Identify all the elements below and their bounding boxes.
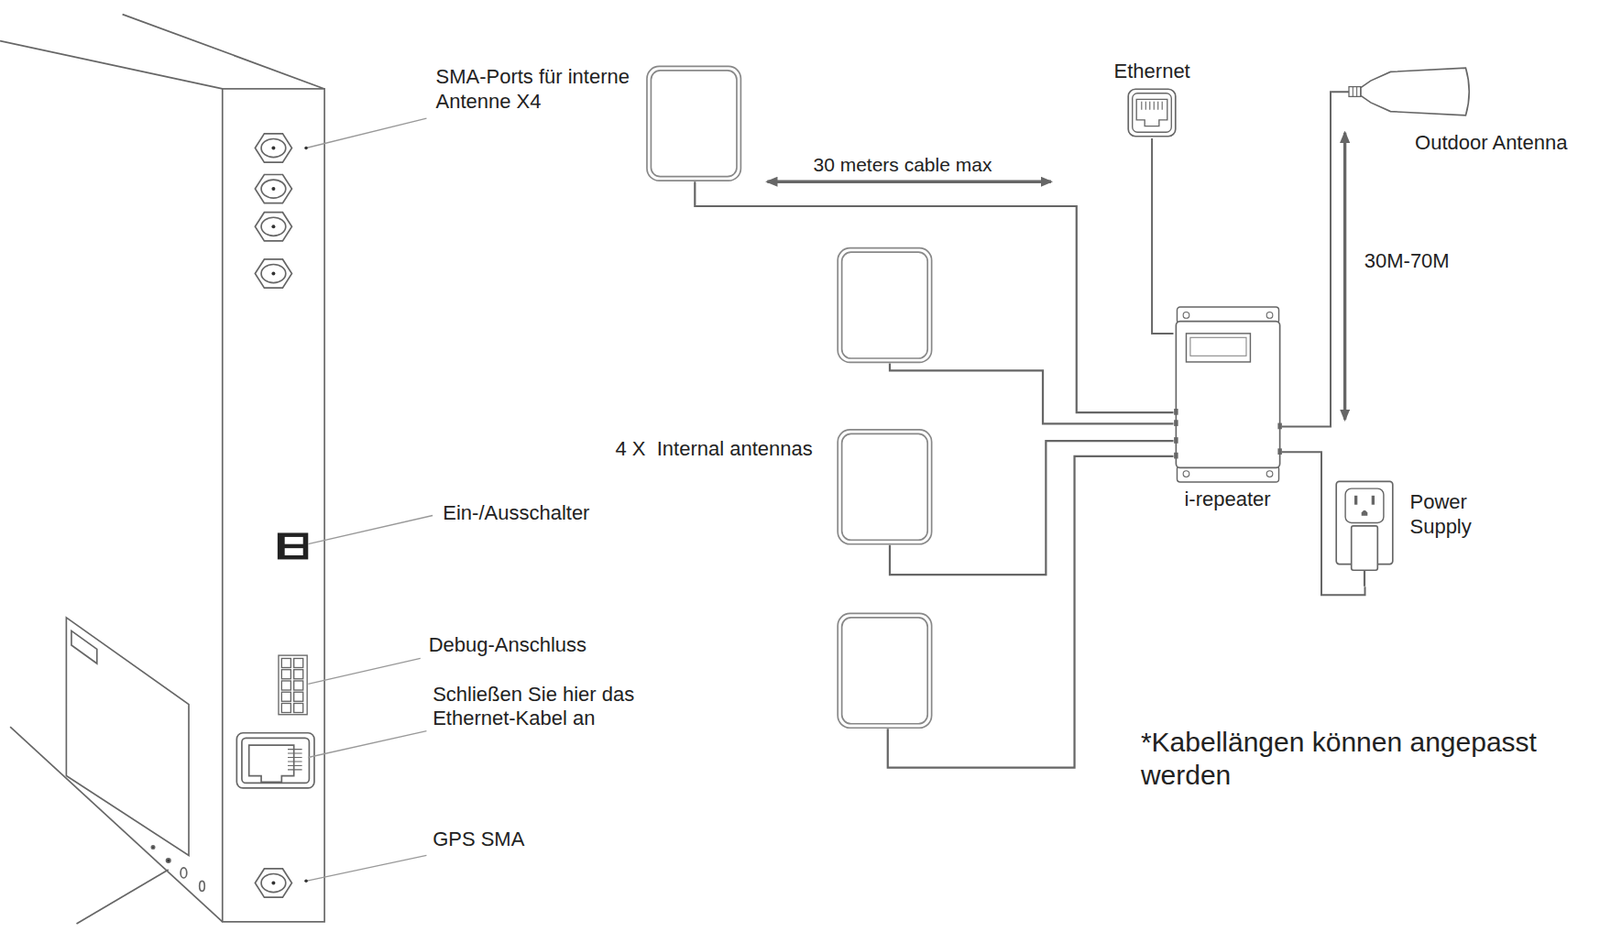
annotation-label: 30M-70M [1364,249,1450,274]
outdoor-antenna-icon [1348,65,1473,119]
repeater: i-repeater [1173,306,1283,512]
ethernet-port [236,733,315,789]
power-switch [277,532,308,559]
leader-lines [306,118,433,881]
ethernet-jack: Ethernet [1110,59,1195,139]
outdoor-antenna: Outdoor Antenna [1348,65,1568,155]
node-label: Ethernet [1110,59,1195,84]
node-label: i-repeater [1173,487,1283,512]
node-label: Outdoor Antenna [1414,131,1568,155]
annotation-label: 30 meters cable max [812,153,992,176]
annotation-label: 4 X Internal antennas [614,437,812,461]
annotation-label: Ein-/Ausschalter [442,501,590,526]
ethernet-jack-icon [1126,87,1178,139]
power-supply: Power Supply [1334,479,1491,587]
annotation-label: *Kabellängen können angepasst werden [1140,725,1554,792]
annotation-label: GPS SMA [432,827,525,852]
repeater-unit [1173,306,1283,483]
debug-header [278,655,307,715]
device-housing [0,14,325,924]
antenna-cables [694,181,1173,768]
cable-connector [1282,91,1350,427]
wall-outlet-icon [1334,479,1395,587]
node-label: Power Supply [1409,490,1491,539]
cable-connector [1151,138,1173,334]
annotation-label: Debug-Anschluss [428,633,587,658]
annotation-label: SMA-Ports für interne Antenne X4 [435,65,633,114]
annotation-label: Schließen Sie hier das Ethernet-Kabel an [432,682,658,732]
